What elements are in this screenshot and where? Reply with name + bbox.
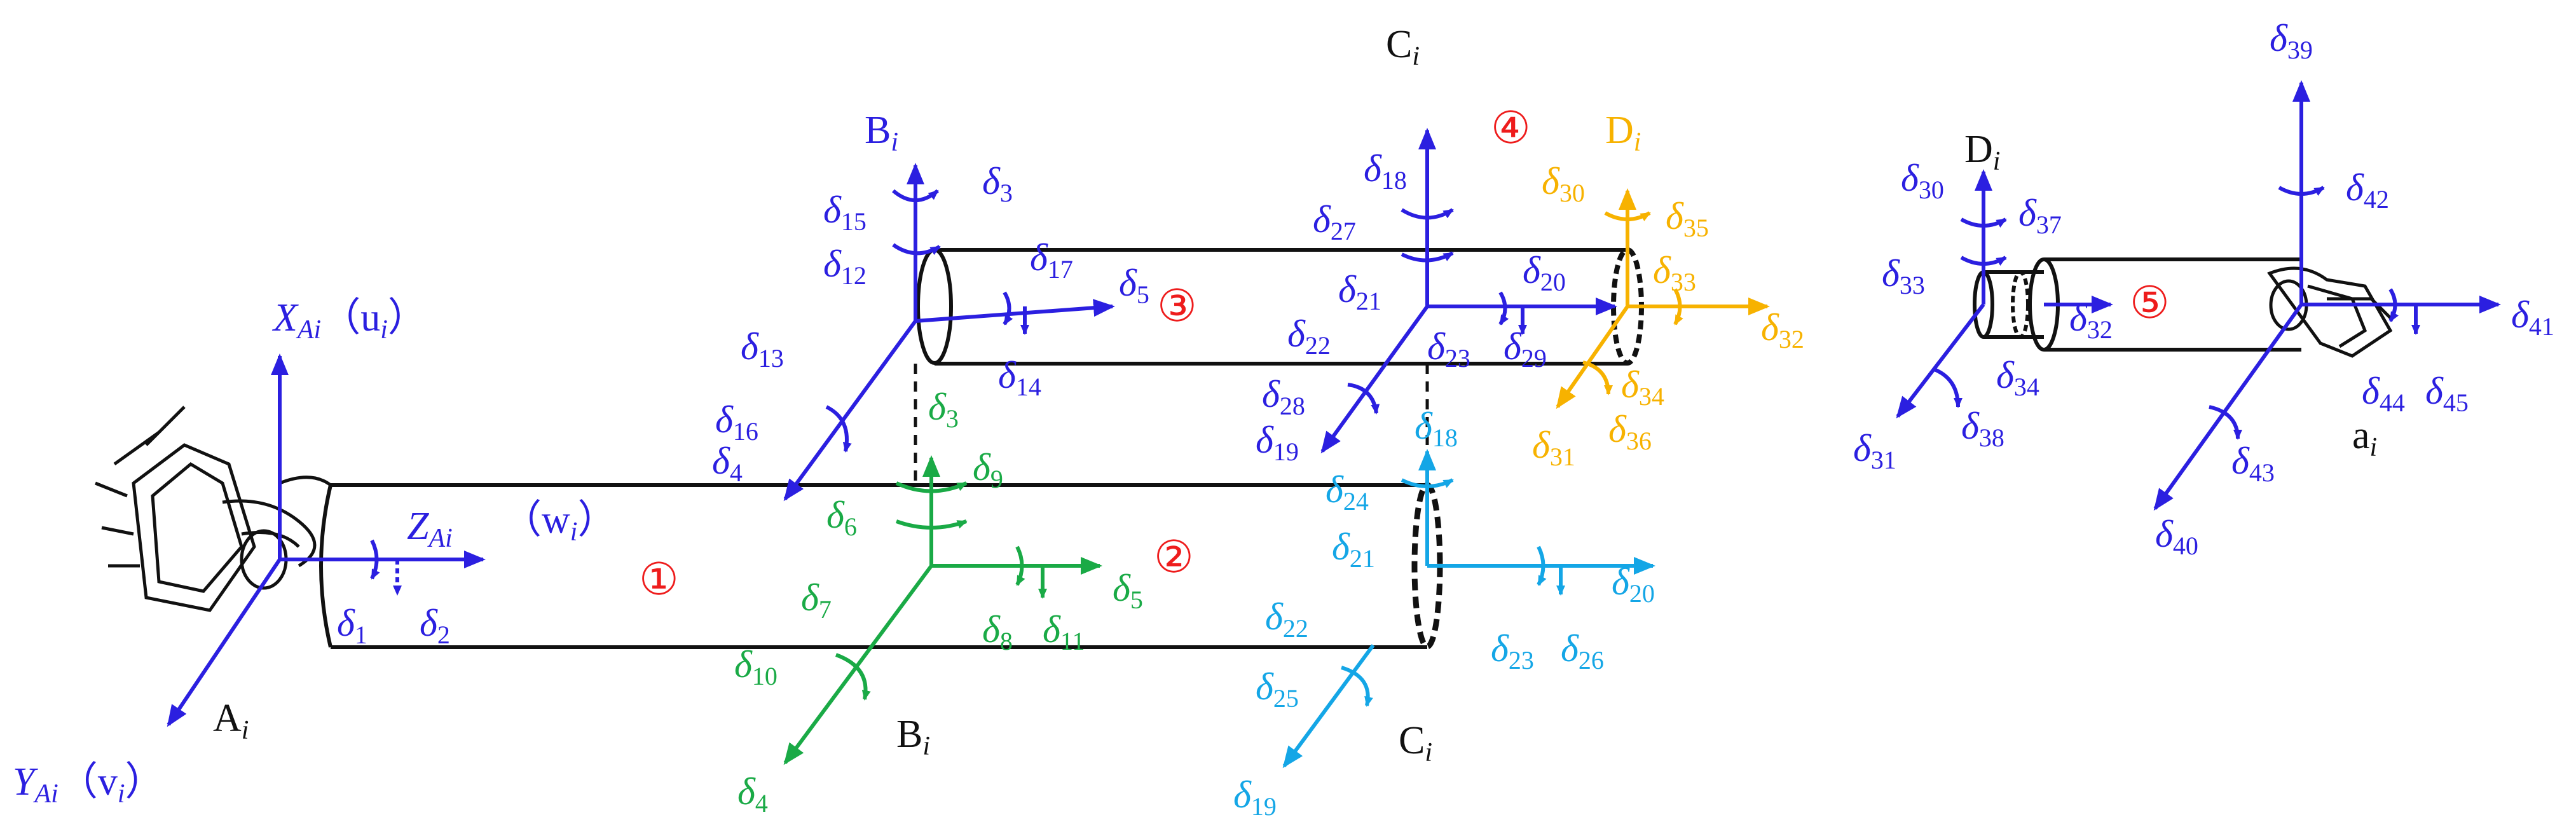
- left-universal-joint: [95, 406, 332, 612]
- delta-label-1: δ1: [337, 602, 367, 649]
- point-labels: Ai Bi Ci Ci Di ai: [213, 23, 2377, 767]
- w-label: （wi）: [502, 498, 617, 547]
- delta-label-15: δ15: [823, 189, 867, 236]
- delta-label-26: δ26: [1561, 627, 1604, 675]
- delta-label-19: δ19: [1233, 774, 1277, 821]
- cyan-frame: [1282, 449, 1655, 769]
- delta-label-33: δ33: [1882, 252, 1925, 299]
- segment-2-label: ②: [1154, 533, 1194, 582]
- delta-label-33: δ33: [1653, 249, 1696, 296]
- delta-label-2: δ2: [420, 602, 450, 649]
- delta-label-34: δ34: [1996, 354, 2039, 401]
- delta-label-21: δ21: [1338, 268, 1381, 315]
- delta-label-32: δ32: [2069, 297, 2113, 344]
- point-d-right-label: Di: [1964, 128, 2000, 176]
- delta-label-17: δ17: [1030, 236, 1073, 284]
- delta-label-8: δ8: [982, 608, 1013, 655]
- segment-labels: ① ② ③ ④ ⑤: [639, 104, 2170, 605]
- y-axis-label: YAi（vi）: [13, 760, 165, 809]
- point-c-upper-label: Ci: [1386, 23, 1420, 71]
- point-b-lower-label: Bi: [896, 713, 930, 761]
- segment-5-label: ⑤: [2130, 279, 2170, 328]
- delta-label-5: δ5: [1119, 262, 1149, 309]
- x-axis-label: XAi（ui）: [271, 296, 427, 345]
- delta-label-9: δ9: [973, 446, 1003, 493]
- delta-label-3: δ3: [928, 386, 959, 433]
- delta-label-31: δ31: [1532, 424, 1575, 471]
- delta-label-5: δ5: [1113, 567, 1143, 614]
- delta-label-43: δ43: [2231, 440, 2275, 487]
- delta-label-37: δ37: [2018, 192, 2062, 239]
- segment-3-label: ③: [1157, 282, 1197, 331]
- upper-tube: [916, 247, 1644, 366]
- delta-label-23: δ23: [1427, 325, 1470, 373]
- delta-label-30: δ30: [1542, 160, 1585, 207]
- axis-labels: XAi（ui） ZAi （wi） YAi（vi）: [13, 296, 617, 809]
- green-frame: [783, 455, 1102, 765]
- delta-label-42: δ42: [2346, 167, 2389, 214]
- delta-label-12: δ12: [823, 243, 867, 290]
- right-tube: [1973, 257, 2301, 352]
- segment-1-label: ①: [639, 556, 679, 605]
- delta-label-14: δ14: [998, 354, 1041, 401]
- delta-label-39: δ39: [2270, 17, 2313, 64]
- delta-label-41: δ41: [2511, 294, 2554, 341]
- delta-label-20: δ20: [1523, 249, 1566, 296]
- delta-label-25: δ25: [1256, 666, 1299, 713]
- delta-label-3: δ3: [982, 160, 1013, 207]
- delta-label-36: δ36: [1608, 408, 1652, 455]
- point-b-upper-label: Bi: [865, 109, 898, 157]
- delta-label-21: δ21: [1332, 526, 1375, 573]
- delta-label-31: δ31: [1853, 427, 1896, 474]
- orange-frame: [1556, 188, 1770, 409]
- segment-4-label: ④: [1491, 104, 1531, 153]
- delta-label-20: δ20: [1612, 561, 1655, 608]
- delta-label-22: δ22: [1287, 313, 1331, 360]
- delta-label-4: δ4: [737, 771, 768, 818]
- delta-label-22: δ22: [1265, 596, 1308, 643]
- delta-label-7: δ7: [801, 577, 832, 624]
- delta-label-38: δ38: [1961, 405, 2004, 452]
- delta-label-11: δ11: [1043, 608, 1085, 655]
- delta-label-13: δ13: [741, 325, 784, 373]
- delta-label-27: δ27: [1313, 198, 1356, 245]
- delta-label-28: δ28: [1262, 373, 1305, 420]
- delta-label-29: δ29: [1504, 325, 1547, 373]
- delta-label-40: δ40: [2155, 513, 2198, 560]
- delta-label-24: δ24: [1326, 469, 1369, 516]
- delta-label-10: δ10: [734, 643, 778, 690]
- delta-label-45: δ45: [2425, 370, 2469, 417]
- mechanism-drawing: [95, 247, 2393, 650]
- point-d-upper-label: Di: [1605, 109, 1641, 157]
- delta-label-32: δ32: [1761, 306, 1804, 353]
- y-axis-arrow: [167, 558, 282, 727]
- delta-label-4: δ4: [712, 440, 743, 487]
- delta-label-19: δ19: [1256, 419, 1299, 466]
- z-axis-label: ZAi: [407, 505, 453, 553]
- point-a-right-label: ai: [2352, 414, 2377, 462]
- delta-label-34: δ34: [1621, 364, 1664, 411]
- delta-label-18: δ18: [1364, 147, 1407, 195]
- blue-frames: [167, 80, 2501, 727]
- point-c-lower-label: Ci: [1399, 719, 1432, 767]
- delta-label-23: δ23: [1491, 627, 1534, 675]
- delta-label-44: δ44: [2362, 370, 2405, 417]
- delta-label-30: δ30: [1901, 157, 1944, 204]
- delta-label-18: δ18: [1415, 405, 1458, 452]
- point-a-label: Ai: [213, 697, 249, 745]
- delta-label-35: δ35: [1666, 195, 1709, 242]
- delta-label-6: δ6: [826, 494, 857, 541]
- right-universal-joint: [2267, 266, 2393, 358]
- delta-label-16: δ16: [715, 399, 758, 446]
